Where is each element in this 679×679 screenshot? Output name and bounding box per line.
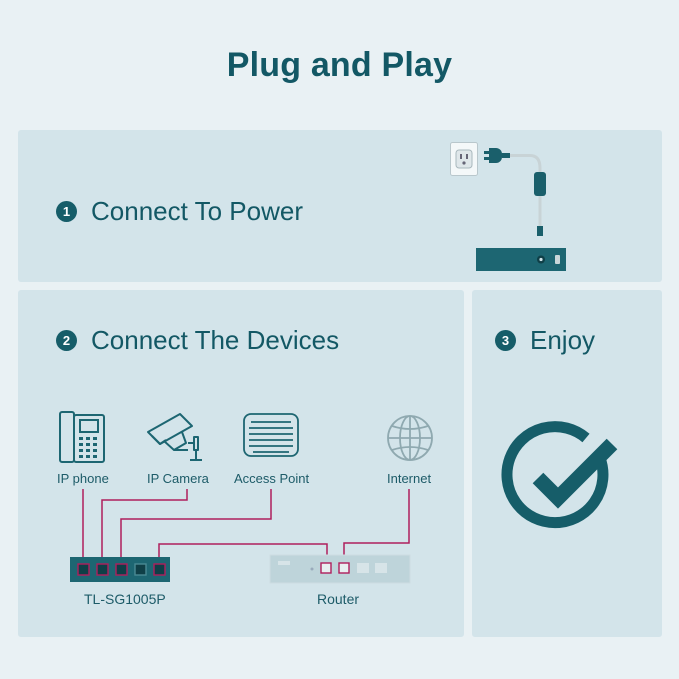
step-2: 2 Connect The Devices <box>56 325 339 356</box>
step-number-badge: 3 <box>495 330 516 351</box>
step-3: 3 Enjoy <box>495 325 595 356</box>
access-point-label: Access Point <box>234 471 310 486</box>
power-outlet-icon <box>450 142 478 176</box>
checkmark-icon <box>501 421 618 529</box>
internet-label: Internet <box>387 471 432 486</box>
page-title: Plug and Play <box>226 46 453 84</box>
router-label: Router <box>317 591 360 607</box>
switch-label: TL-SG1005P <box>84 591 166 607</box>
step-number-badge: 2 <box>56 330 77 351</box>
power-plug-icon <box>484 148 546 236</box>
step-1: 1 Connect To Power <box>56 196 303 227</box>
ip-phone-label: IP phone <box>57 471 109 486</box>
switch-rear-device <box>476 248 566 271</box>
step-number-badge: 1 <box>56 201 77 222</box>
step-label: Connect The Devices <box>91 325 340 355</box>
ip-phone-icon <box>59 411 105 463</box>
switch-device <box>70 557 170 582</box>
step-label: Connect To Power <box>91 196 303 226</box>
globe-icon <box>387 415 433 461</box>
step-label: Enjoy <box>530 325 596 355</box>
router-device <box>269 554 411 584</box>
ip-camera-icon <box>147 413 202 461</box>
access-point-icon <box>243 413 299 457</box>
ip-camera-label: IP Camera <box>147 471 209 486</box>
